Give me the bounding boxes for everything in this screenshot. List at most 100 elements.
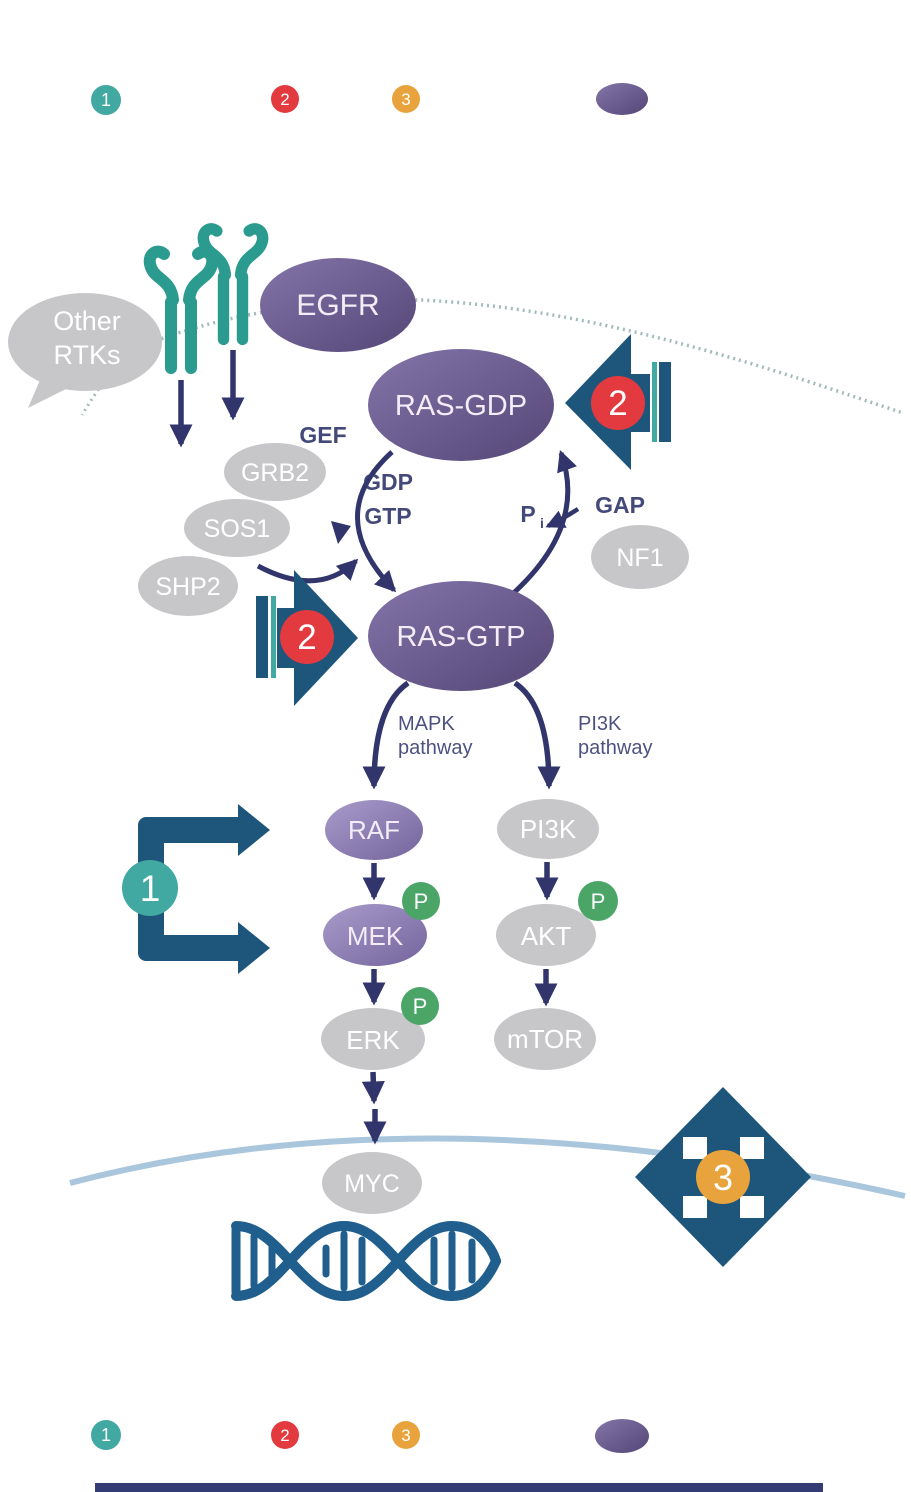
badge2-right-circle [280, 610, 334, 664]
node-mtor-label: mTOR [507, 1024, 583, 1054]
legend-top-badge-1 [91, 85, 121, 115]
label-mapk-pathway: pathway [398, 737, 473, 759]
rtk-receptor-icon-1 [143, 245, 219, 374]
node-raf: RAF [325, 800, 423, 860]
node-ras-gdp-label: RAS-GDP [395, 390, 527, 422]
badge1-number: 1 [140, 868, 161, 909]
badge3-hole-tl [683, 1137, 707, 1159]
label-gdp: GDP [363, 469, 413, 495]
legend-bottom-title-box [390, 1378, 503, 1411]
node-ras-gtp-label: RAS-GTP [397, 621, 526, 653]
phospho-akt-label: P [591, 889, 606, 914]
node-akt-label: AKT [521, 921, 572, 951]
cycle-badge-1: 1 [122, 804, 270, 974]
node-pi3k: PI3K [497, 799, 599, 859]
legend-top-title-box [390, 24, 505, 49]
legend-bottom: 1 2 3 [91, 1378, 649, 1453]
label-pi3k-branch: PI3K [578, 713, 622, 735]
badge3-hole-bl [683, 1196, 707, 1218]
badge1-bottom-arm [150, 935, 240, 961]
spread-badge-3: 3 [635, 1087, 811, 1267]
arrow-rasgtp-to-raf [362, 680, 410, 790]
node-raf-label: RAF [348, 815, 400, 845]
node-mek: MEK [323, 904, 427, 966]
arrow-sos1-to-cycle [256, 558, 359, 584]
bubble-text-line2: RTKs [53, 340, 120, 370]
badge3-circle [696, 1150, 750, 1204]
dna-helix-icon [231, 1220, 501, 1302]
bubble-text-line1: Other [53, 306, 121, 336]
badge3-hole-tr [740, 1137, 764, 1159]
phospho-erk-label: P [413, 994, 428, 1019]
node-egfr: EGFR [260, 258, 416, 352]
node-shp2-label: SHP2 [155, 573, 220, 601]
badge2-left-blue-bar [659, 362, 671, 442]
cell-membrane-dotted-line [127, 298, 904, 415]
badge1-bottom-arrowhead [238, 922, 270, 974]
arrow-erk-to-nucleus [361, 1071, 385, 1105]
legend-top-badge-2-num: 2 [280, 90, 289, 109]
badge1-circle [122, 860, 178, 916]
legend-bottom-badge-2-num: 2 [280, 1426, 289, 1445]
label-gef: GEF [299, 422, 346, 448]
node-nf1-label: NF1 [616, 544, 663, 572]
legend-top-badge-3 [392, 85, 420, 113]
label-gap: GAP [595, 492, 645, 518]
phospho-badge-akt: P [578, 881, 618, 921]
legend-bottom-badge-3-num: 3 [401, 1426, 410, 1445]
badge2-left-teal-bar [652, 362, 657, 442]
mutation-badge-2-right: 2 [256, 570, 358, 706]
badge3-number: 3 [713, 1157, 733, 1198]
badge2-right-number: 2 [297, 618, 316, 657]
badge2-right-teal-bar [271, 596, 276, 678]
node-ras-gdp: RAS-GDP [368, 349, 554, 461]
node-sos1: SOS1 [184, 499, 290, 557]
badge2-left-number: 2 [608, 384, 627, 423]
legend-top-badge-3-num: 3 [401, 90, 410, 109]
bubble-shape [8, 293, 162, 391]
mutation-badge-2-left: 2 [565, 334, 671, 470]
legend-top: 1 2 3 [91, 24, 648, 115]
legend-bottom-badge-1 [91, 1420, 121, 1450]
phospho-badge-erk: P [401, 987, 439, 1025]
badge2-right-blue-bar [256, 596, 268, 678]
node-mek-label: MEK [347, 921, 404, 951]
node-myc-label: MYC [344, 1170, 400, 1198]
node-pi3k-label: PI3K [520, 814, 577, 844]
node-erk: ERK [321, 1008, 425, 1070]
legend-bottom-badge-1-num: 1 [101, 1425, 111, 1445]
label-mapk: MAPK [398, 713, 455, 735]
cycle-arc-left-mid-arrowhead [331, 521, 351, 544]
label-pi3k-pathway: pathway [578, 737, 653, 759]
node-shp2: SHP2 [138, 556, 238, 616]
node-sos1-label: SOS1 [204, 515, 271, 543]
node-myc: MYC [322, 1152, 422, 1214]
badge1-top-arrowhead [238, 804, 270, 856]
node-erk-label: ERK [346, 1025, 400, 1055]
label-pi-p: P [520, 501, 535, 527]
node-nf1: NF1 [591, 525, 689, 589]
phospho-badge-mek: P [402, 882, 440, 920]
legend-top-badge-1-num: 1 [101, 90, 111, 110]
legend-bottom-badge-2 [271, 1421, 299, 1449]
node-ras-gtp: RAS-GTP [368, 581, 554, 691]
cycle-arc-right-gtp-to-gdp [506, 450, 577, 600]
legend-top-purple-ellipse [596, 83, 648, 115]
other-rtks-bubble: Other RTKs [8, 293, 162, 408]
badge3-hole-br [740, 1196, 764, 1218]
node-grb2-label: GRB2 [241, 459, 309, 487]
arrow-pi-release [545, 507, 580, 529]
node-grb2: GRB2 [224, 443, 326, 501]
arrow-rasgtp-to-pi3k [513, 680, 561, 790]
legend-top-badge-2 [271, 85, 299, 113]
cycle-arc-left-gdp-to-gtp [355, 450, 397, 593]
footer-bar-edge [95, 1483, 823, 1492]
rtk-receptor-icon-2 [197, 223, 269, 346]
badge2-left-circle [591, 376, 645, 430]
label-gtp: GTP [364, 503, 411, 529]
phospho-mek-label: P [414, 889, 429, 914]
legend-bottom-purple-ellipse [595, 1419, 649, 1453]
legend-bottom-badge-3 [392, 1421, 420, 1449]
